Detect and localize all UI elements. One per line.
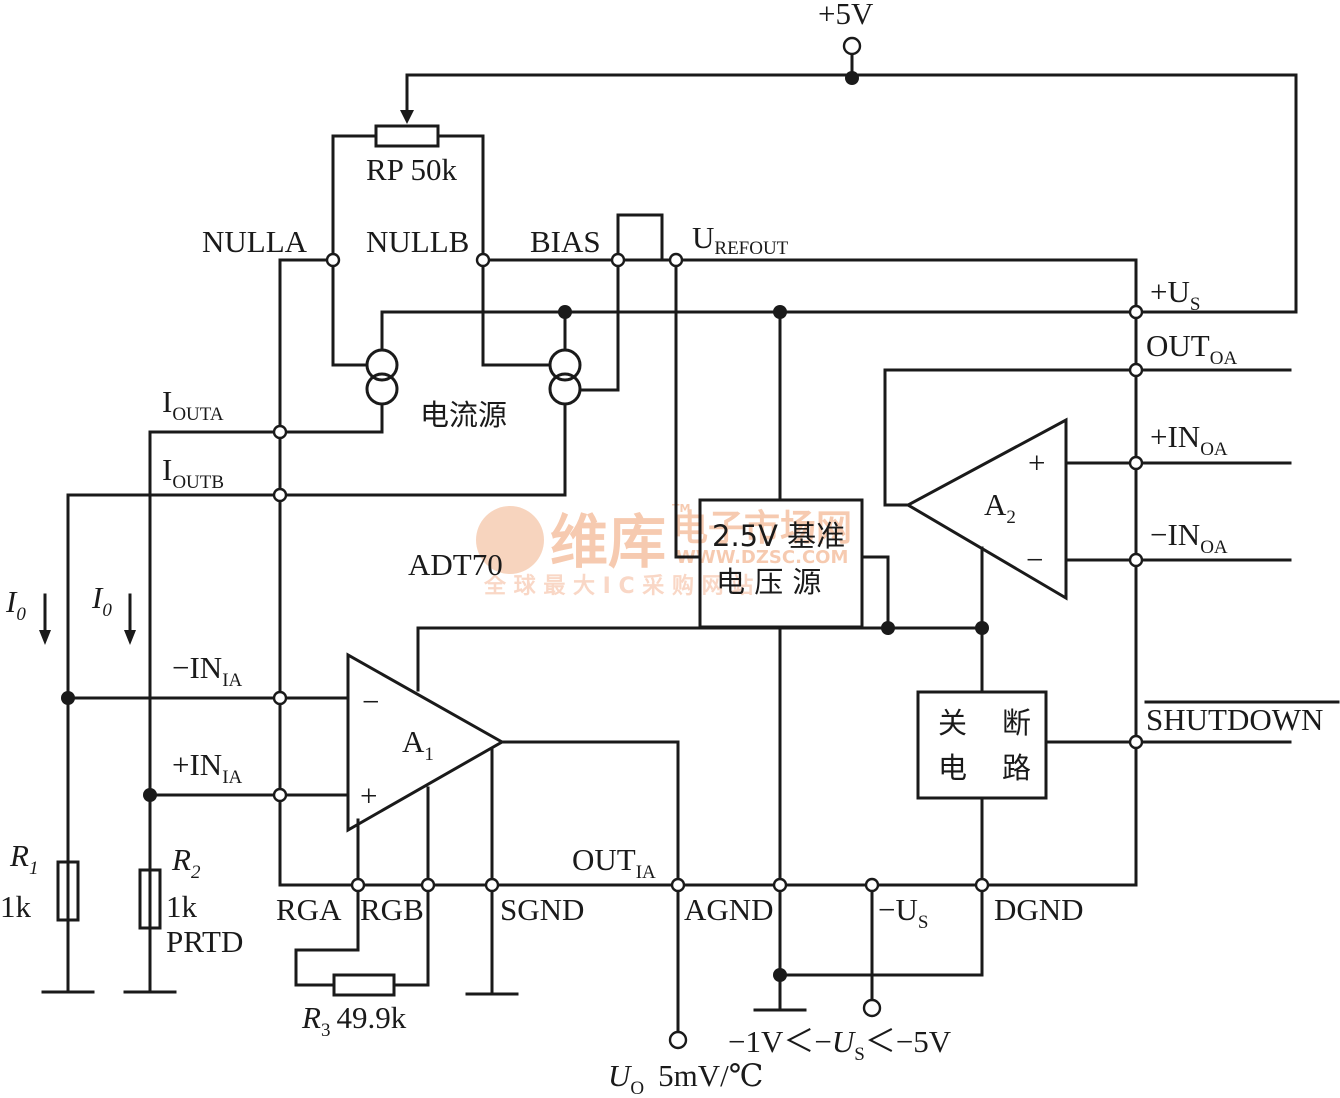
- pin-inoa-pos-label: +INOA: [1150, 419, 1228, 460]
- arrow-down-icon: [124, 630, 136, 645]
- op-amp-a1: [346, 652, 506, 833]
- pin-terminals: [272, 36, 1144, 1050]
- op-amp-a2: [904, 417, 1068, 601]
- current-i0-right: I0: [91, 580, 112, 621]
- pin-us-pos-label: +US: [1150, 274, 1200, 315]
- pin-ioutb-label: IOUTB: [162, 452, 224, 493]
- current-arrows: [39, 593, 136, 645]
- pin-sgnd-label: SGND: [500, 892, 584, 927]
- grounds: [41, 990, 807, 1012]
- shutdown-text-1b: 断: [1002, 706, 1031, 740]
- shutdown-text-2b: 路: [1002, 751, 1031, 785]
- arrow-down-icon: [400, 110, 414, 124]
- amp-a2-minus: −: [1026, 542, 1043, 577]
- r1-value: 1k: [0, 889, 32, 924]
- chip-name: ADT70: [408, 547, 503, 582]
- resistor-r1: [56, 860, 80, 922]
- r2-value: 1k: [166, 889, 198, 924]
- pin-inia-pos-label: +INIA: [172, 747, 243, 788]
- shutdown-circuit-block: [916, 690, 1048, 800]
- supply-range-note: −1V＜−US＜−5V: [728, 1024, 952, 1065]
- pin-shutdown-label: SHUTDOWN: [1146, 702, 1323, 737]
- reference-line1: 2.5V 基准: [712, 519, 845, 553]
- pin-rga-label: RGA: [276, 892, 342, 927]
- arrow-down-icon: [39, 630, 51, 645]
- amp-a1-plus: +: [360, 778, 377, 813]
- pin-bias-label: BIAS: [530, 224, 601, 259]
- wires: [66, 53, 1340, 1032]
- junction-dots: [61, 71, 989, 982]
- shutdown-text-1a: 关: [938, 706, 967, 740]
- potentiometer-rp: [374, 76, 440, 148]
- pin-nullb-label: NULLB: [366, 224, 469, 259]
- r2-name: R2: [171, 842, 201, 883]
- pin-us-neg-label: −US: [878, 892, 928, 933]
- watermark-url: WWW.DZSC.COM: [676, 547, 848, 568]
- watermark-brand: 维库: [550, 508, 666, 576]
- watermark: 维库 电子市场网 TM WWW.DZSC.COM 全 球 最 大 I C 采 购…: [476, 502, 852, 599]
- watermark-name: 电子市场网: [672, 508, 852, 549]
- current-source-a: [365, 348, 399, 406]
- pin-inoa-neg-label: −INOA: [1150, 517, 1228, 558]
- watermark-logo-icon: [476, 506, 544, 574]
- resistor-r3: [332, 973, 396, 997]
- shutdown-text-2a: 电: [938, 751, 967, 785]
- current-source-label: 电流源: [420, 398, 507, 432]
- amp-a2-label: A2: [984, 487, 1016, 528]
- amp-a1-minus: −: [362, 684, 379, 719]
- pin-outia-label: OUTIA: [572, 842, 656, 883]
- vcc-label: +5V: [818, 0, 874, 31]
- pin-nulla-label: NULLA: [202, 224, 308, 259]
- current-i0-left: I0: [5, 584, 26, 625]
- pot-label: RP 50k: [366, 152, 458, 187]
- current-source-b: [548, 348, 582, 406]
- pin-iouta-label: IOUTA: [162, 384, 224, 425]
- watermark-tagline: 全 球 最 大 I C 采 购 网 站: [483, 573, 753, 599]
- r1-name: R1: [9, 838, 38, 879]
- pin-urefout-label: UREFOUT: [692, 220, 789, 259]
- amp-a2-plus: +: [1028, 445, 1045, 480]
- pin-rgb-label: RGB: [360, 892, 424, 927]
- pin-dgnd-label: DGND: [994, 892, 1084, 927]
- resistor-r2: [138, 868, 162, 930]
- pin-agnd-label: AGND: [684, 892, 774, 927]
- r2-type: PRTD: [166, 924, 243, 959]
- reference-voltage-block: [698, 498, 864, 629]
- pin-outoa-label: OUTOA: [1146, 328, 1237, 369]
- amp-a1-label: A1: [402, 724, 434, 765]
- reference-line2: 电 压 源: [716, 565, 821, 599]
- pin-inia-neg-label: −INIA: [172, 650, 243, 691]
